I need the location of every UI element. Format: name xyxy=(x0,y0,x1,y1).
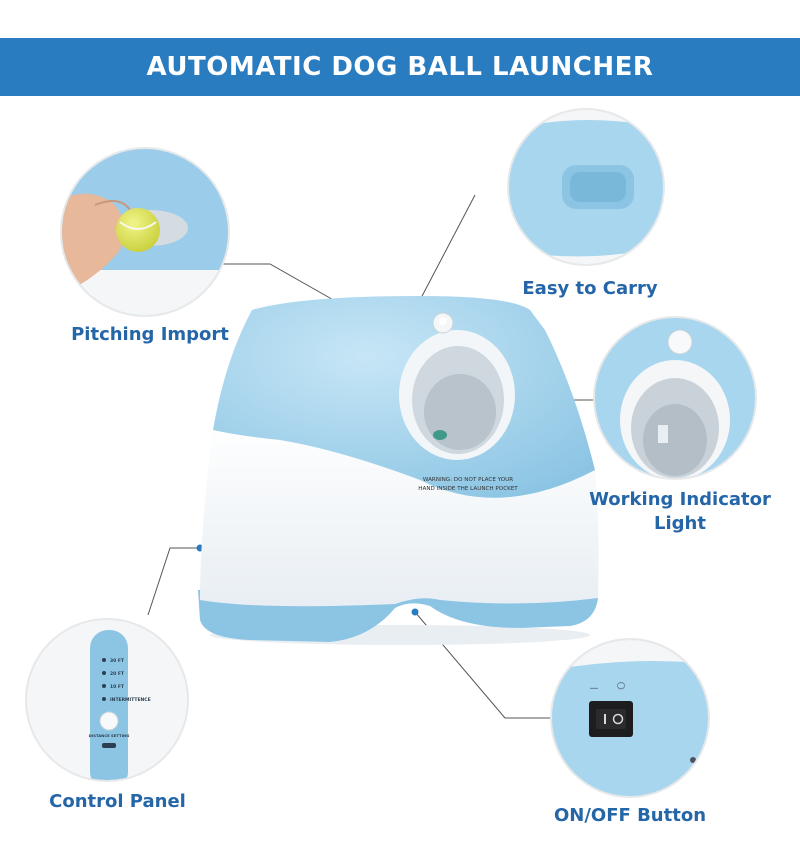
page-title: AUTOMATIC DOG BALL LAUNCHER xyxy=(146,52,654,82)
distance-setting-caption: DISTANCE SETTING xyxy=(89,733,130,738)
callout-line-carry xyxy=(419,194,476,301)
control-panel-strip xyxy=(90,630,128,780)
warning-text-line1: WARNING: DO NOT PLACE YOUR xyxy=(423,477,513,483)
control-panel-photo: 30 FT 20 FT 10 FT INTERMITTENCE DISTANCE… xyxy=(25,618,189,782)
callout-line-control xyxy=(147,547,200,616)
switch-mark-on: I xyxy=(588,687,601,690)
easy-to-carry-photo xyxy=(507,108,665,266)
label-on-off-button: ON/OFF Button xyxy=(553,805,707,826)
label-working-indicator-line2: Light xyxy=(654,513,706,534)
label-working-indicator-line1: Working Indicator xyxy=(589,489,771,510)
label-control-panel: Control Panel xyxy=(49,791,186,812)
switch-mark-off: O xyxy=(615,681,628,690)
label-pitching-import: Pitching Import xyxy=(71,324,229,345)
device-white-body xyxy=(200,420,599,607)
usb-port xyxy=(102,743,116,748)
label-easy-to-carry: Easy to Carry xyxy=(522,278,658,299)
pitching-import-photo xyxy=(60,147,230,317)
distance-option-30: 30 FT xyxy=(110,658,125,664)
indicator-light-closeup xyxy=(667,329,693,355)
warning-text-line2: HAND INSIDE THE LAUNCH POCKET xyxy=(418,486,518,492)
distance-option-10: 10 FT xyxy=(110,684,125,690)
indicator-light-photo xyxy=(593,316,757,480)
on-off-switch-photo: I O xyxy=(550,638,710,798)
ball-launcher-device: WARNING: DO NOT PLACE YOUR HAND INSIDE T… xyxy=(198,296,599,645)
title-banner: AUTOMATIC DOG BALL LAUNCHER xyxy=(0,38,800,96)
distance-setting-button xyxy=(99,711,119,731)
hand xyxy=(62,193,124,290)
distance-option-20: 20 FT xyxy=(110,671,125,677)
callout-line-switch xyxy=(414,611,555,719)
distance-option-intermittence: INTERMITTENCE xyxy=(110,697,151,703)
